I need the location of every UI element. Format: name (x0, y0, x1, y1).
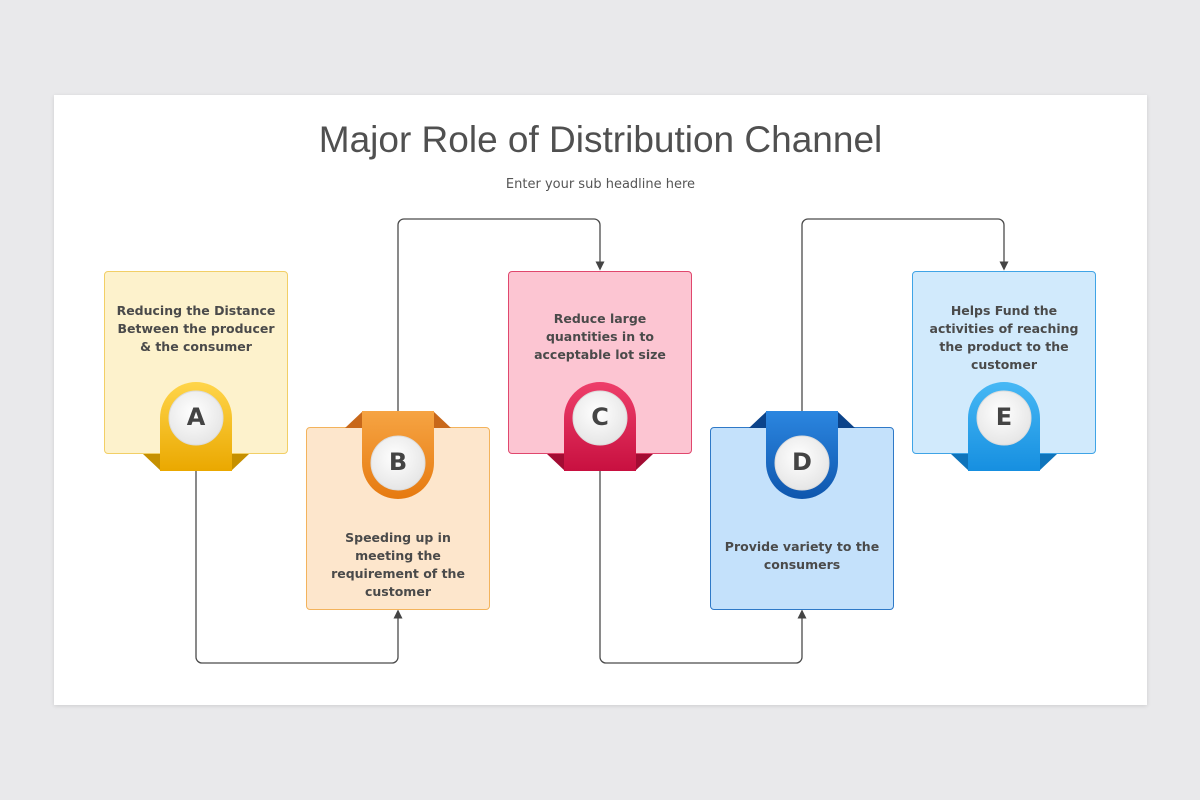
badge-d-letter: D (792, 448, 812, 476)
page-title: Major Role of Distribution Channel (318, 119, 883, 160)
badge-b-letter: B (388, 448, 408, 476)
step-d-text: Provide variety to the consumers (724, 539, 880, 572)
step-a-text: Reducing the Distance Between the produc… (116, 303, 276, 354)
step-e-text: Helps Fund the activities of reaching th… (929, 303, 1079, 372)
step-card-d: Provide variety to the consumers (710, 427, 894, 610)
step-card-c: Reduce large quantities in to acceptable… (508, 271, 692, 454)
step-card-b: Speeding up in meeting the requirement o… (306, 427, 490, 610)
badge-a-letter: A (186, 403, 206, 431)
badge-c-letter: C (591, 403, 609, 431)
page-subtitle: Enter your sub headline here (505, 177, 696, 192)
step-b-text: Speeding up in meeting the requirement o… (331, 530, 465, 599)
badge-e-letter: E (995, 403, 1013, 431)
step-c-text: Reduce large quantities in to acceptable… (534, 311, 666, 362)
